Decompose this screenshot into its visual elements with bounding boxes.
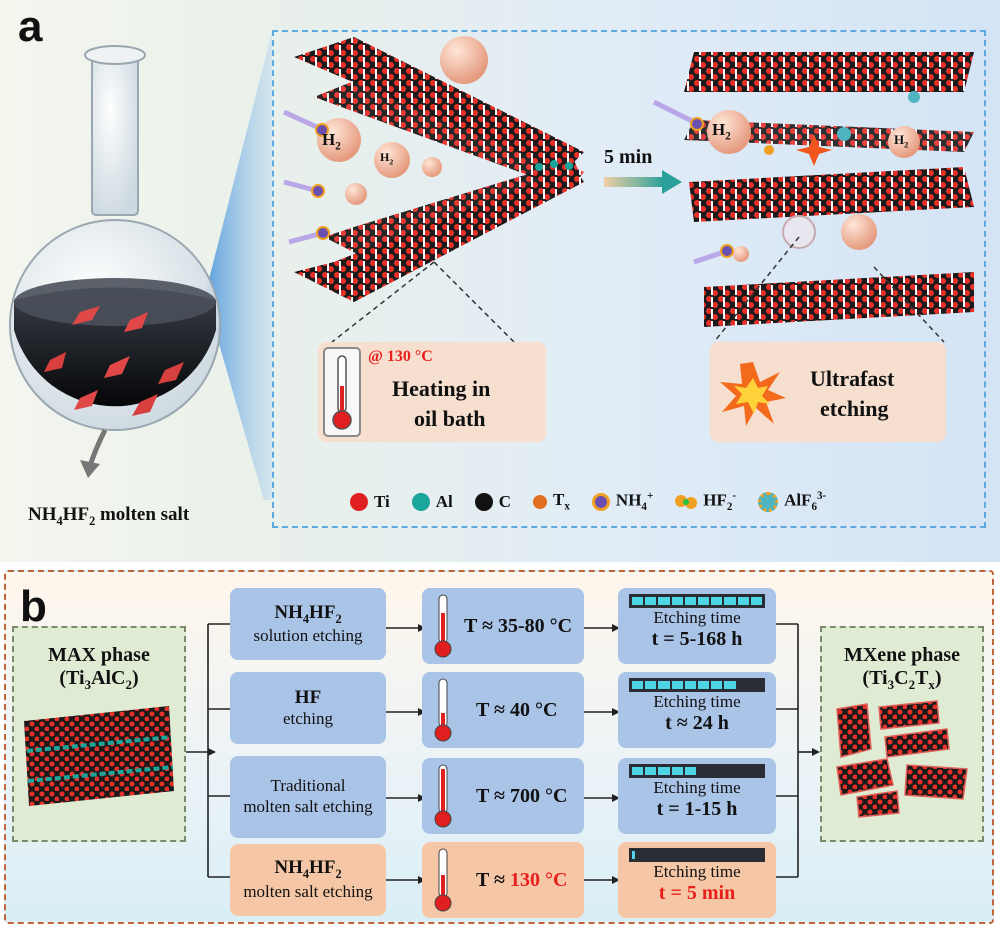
time-value: t = 5 min <box>658 882 736 904</box>
thermometer-icon <box>434 594 452 658</box>
max-phase-formula: (Ti3AlC2) <box>59 667 139 692</box>
method-box-nh4hf2-molten: NH4HF2 molten salt etching <box>230 844 386 916</box>
al-atom-icon <box>411 492 430 511</box>
method-title: NH4HF2 <box>274 601 342 626</box>
time-value: t = 5-168 h <box>651 628 743 650</box>
etching-label: Etching time <box>653 778 741 797</box>
h2-label: H2 <box>894 132 909 150</box>
legend-item-ti: Ti <box>350 492 390 512</box>
c-atom-icon <box>474 492 493 511</box>
flask-illustration <box>9 32 272 500</box>
h2-label: H2 <box>712 120 731 143</box>
tx-atom-icon <box>533 494 548 509</box>
temp-box-3: T ≈ 700 °C <box>422 758 584 834</box>
thermometer-icon <box>323 347 361 437</box>
thermometer-icon <box>434 848 452 912</box>
method-subtitle: solution etching <box>253 626 363 646</box>
thermometer-icon <box>434 678 452 742</box>
method-title: Traditional <box>270 776 346 796</box>
max-phase-title: MAX phase <box>48 644 150 666</box>
legend-item-alf6: AlF63- <box>758 490 826 513</box>
time-box-1: Etching time t = 5-168 h <box>618 588 776 664</box>
etching-label: Etching time <box>653 608 741 627</box>
progress-bar <box>629 764 765 778</box>
mxene-phase-formula: (Ti3C2Tx) <box>862 667 942 692</box>
reaction-scheme-box: H2 H2 H2 H2 5 min @ 130 °C Heating in oi… <box>272 30 986 528</box>
panel-a: a <box>0 0 1000 562</box>
method-subtitle: molten salt etching <box>243 797 373 817</box>
nh4-ion-icon <box>591 492 610 511</box>
temp-box-4: T ≈ 130 °C <box>422 842 584 918</box>
time-box-3: Etching time t = 1-15 h <box>618 758 776 834</box>
max-phase-box: MAX phase (Ti3AlC2) <box>12 626 186 842</box>
heating-line1: Heating in <box>392 376 491 401</box>
method-subtitle: etching <box>282 709 334 728</box>
arrow-label: 5 min <box>604 146 653 168</box>
heating-info-box: @ 130 °C Heating in oil bath <box>318 342 546 442</box>
legend: Ti Al C Tx NH4+ HF2- AlF63- <box>350 490 826 513</box>
temp-box-1: T ≈ 35-80 °C <box>422 588 584 664</box>
time-box-2: Etching time t ≈ 24 h <box>618 672 776 748</box>
progress-bar <box>629 678 765 692</box>
panel-b: b <box>4 570 994 924</box>
etching-line1: Ultrafast <box>810 366 895 391</box>
flask-caption: NH4HF2 molten salt <box>28 504 190 528</box>
mxene-phase-title: MXene phase <box>843 644 961 666</box>
temp-box-2: T ≈ 40 °C <box>422 672 584 748</box>
flow-connectors <box>186 623 820 884</box>
method-box-hf: HF etching <box>230 672 386 744</box>
panel-b-label: b <box>20 582 47 631</box>
temp-value: T ≈ 40 °C <box>476 698 558 721</box>
legend-item-al: Al <box>411 492 453 512</box>
ti-atom-icon <box>350 492 368 511</box>
method-title: NH4HF2 <box>274 857 342 882</box>
etching-label: Etching time <box>653 692 741 711</box>
mxene-phase-box: MXene phase (Ti3C2Tx) <box>820 626 984 842</box>
method-box-nh4hf2-solution: NH4HF2 solution etching <box>230 588 386 660</box>
time-box-4: Etching time t = 5 min <box>618 842 776 918</box>
layered-structure-illustration <box>282 36 974 343</box>
panel-a-label: a <box>18 2 43 51</box>
progress-bar <box>629 594 765 608</box>
heating-line2: oil bath <box>414 406 486 431</box>
etching-line2: etching <box>820 396 889 421</box>
method-box-traditional: Traditional molten salt etching <box>230 756 386 838</box>
method-title: HF <box>294 687 322 708</box>
etching-label: Etching time <box>653 862 741 881</box>
temp-value: T ≈ 700 °C <box>476 784 568 807</box>
heating-temp: @ 130 °C <box>368 348 433 365</box>
h2-label: H2 <box>380 150 394 167</box>
temp-value: T ≈ 35-80 °C <box>464 614 573 637</box>
etching-info-box: Ultrafast etching <box>710 342 946 442</box>
method-subtitle: molten salt etching <box>243 882 373 902</box>
progress-bar <box>629 848 765 862</box>
legend-item-c: C <box>474 492 511 512</box>
legend-item-tx: Tx <box>533 490 570 513</box>
explosion-icon <box>720 362 786 426</box>
h2-label: H2 <box>322 130 341 153</box>
legend-item-nh4: NH4+ <box>591 490 653 513</box>
mxene-flakes-illustration <box>836 700 968 818</box>
legend-item-hf2: HF2- <box>675 490 736 513</box>
alf6-ion-icon <box>758 491 779 512</box>
hf2-ion-icon <box>675 494 698 509</box>
thermometer-icon <box>434 764 452 828</box>
time-value: t ≈ 24 h <box>665 712 729 734</box>
max-lattice-illustration <box>24 706 174 806</box>
temp-value: T ≈ 130 °C <box>476 868 568 891</box>
time-value: t = 1-15 h <box>656 798 738 820</box>
